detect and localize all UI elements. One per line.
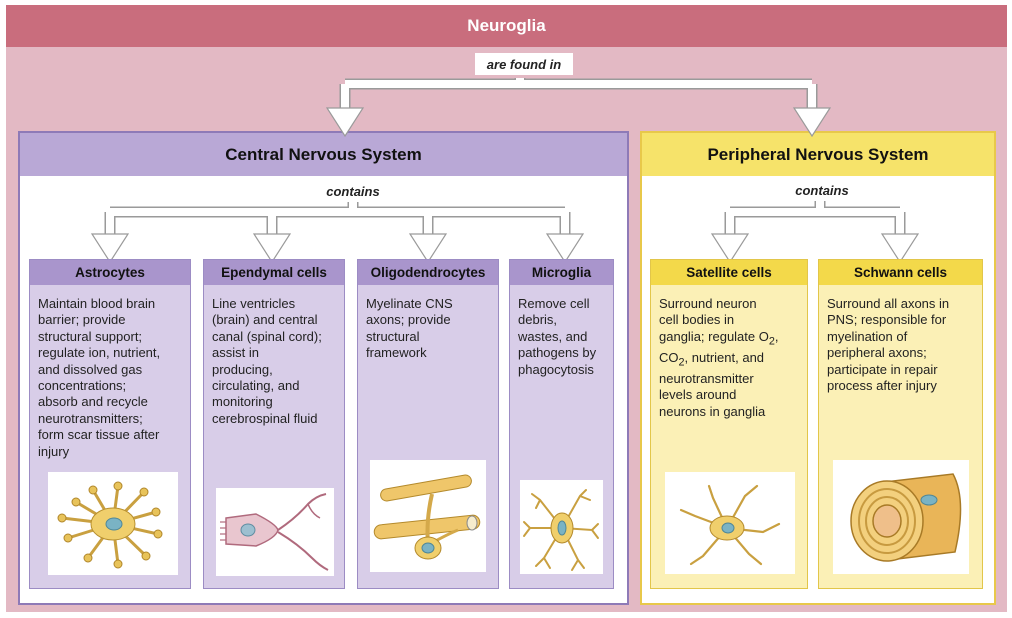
satellite-title: Satellite cells [651,260,807,285]
satellite-description: Surround neuron cell bodies in ganglia; … [659,296,779,419]
microglia-column: Microglia Remove cell debris, wastes, an… [509,259,614,589]
satellite-column: Satellite cells Surround neuron cell bod… [650,259,808,589]
top-connector-label: are found in [475,53,573,75]
oligodendrocytes-column: Oligodendrocytes Myelinate CNS axons; pr… [357,259,499,589]
ependymal-cell-illustration [216,488,334,576]
astrocytes-column: Astrocytes Maintain blood brain barrier;… [29,259,191,589]
oligodendrocytes-description: Myelinate CNS axons; provide structural … [366,296,453,361]
astrocyte-illustration [48,472,178,575]
microglia-illustration [520,480,603,574]
schwann-title: Schwann cells [819,260,982,285]
astrocytes-title: Astrocytes [30,260,190,285]
cns-connector-label: contains [311,181,395,202]
diagram-title: Neuroglia [6,5,1007,47]
schwann-column: Schwann cells Surround all axons in PNS;… [818,259,983,589]
pns-connector-label: contains [780,180,864,201]
ependymal-title: Ependymal cells [204,260,344,285]
ependymal-description: Line ventricles (brain) and central cana… [212,296,322,426]
oligodendrocyte-illustration [370,460,486,572]
pns-title: Peripheral Nervous System [642,133,994,176]
schwann-cell-illustration [833,460,969,574]
ependymal-column: Ependymal cells Line ventricles (brain) … [203,259,345,589]
microglia-description: Remove cell debris, wastes, and pathogen… [518,296,597,377]
microglia-title: Microglia [510,260,613,285]
oligodendrocytes-title: Oligodendrocytes [358,260,498,285]
astrocytes-description: Maintain blood brain barrier; provide st… [38,296,161,459]
schwann-description: Surround all axons in PNS; responsible f… [827,296,950,394]
cns-title: Central Nervous System [20,133,627,176]
satellite-cell-illustration [665,472,795,574]
